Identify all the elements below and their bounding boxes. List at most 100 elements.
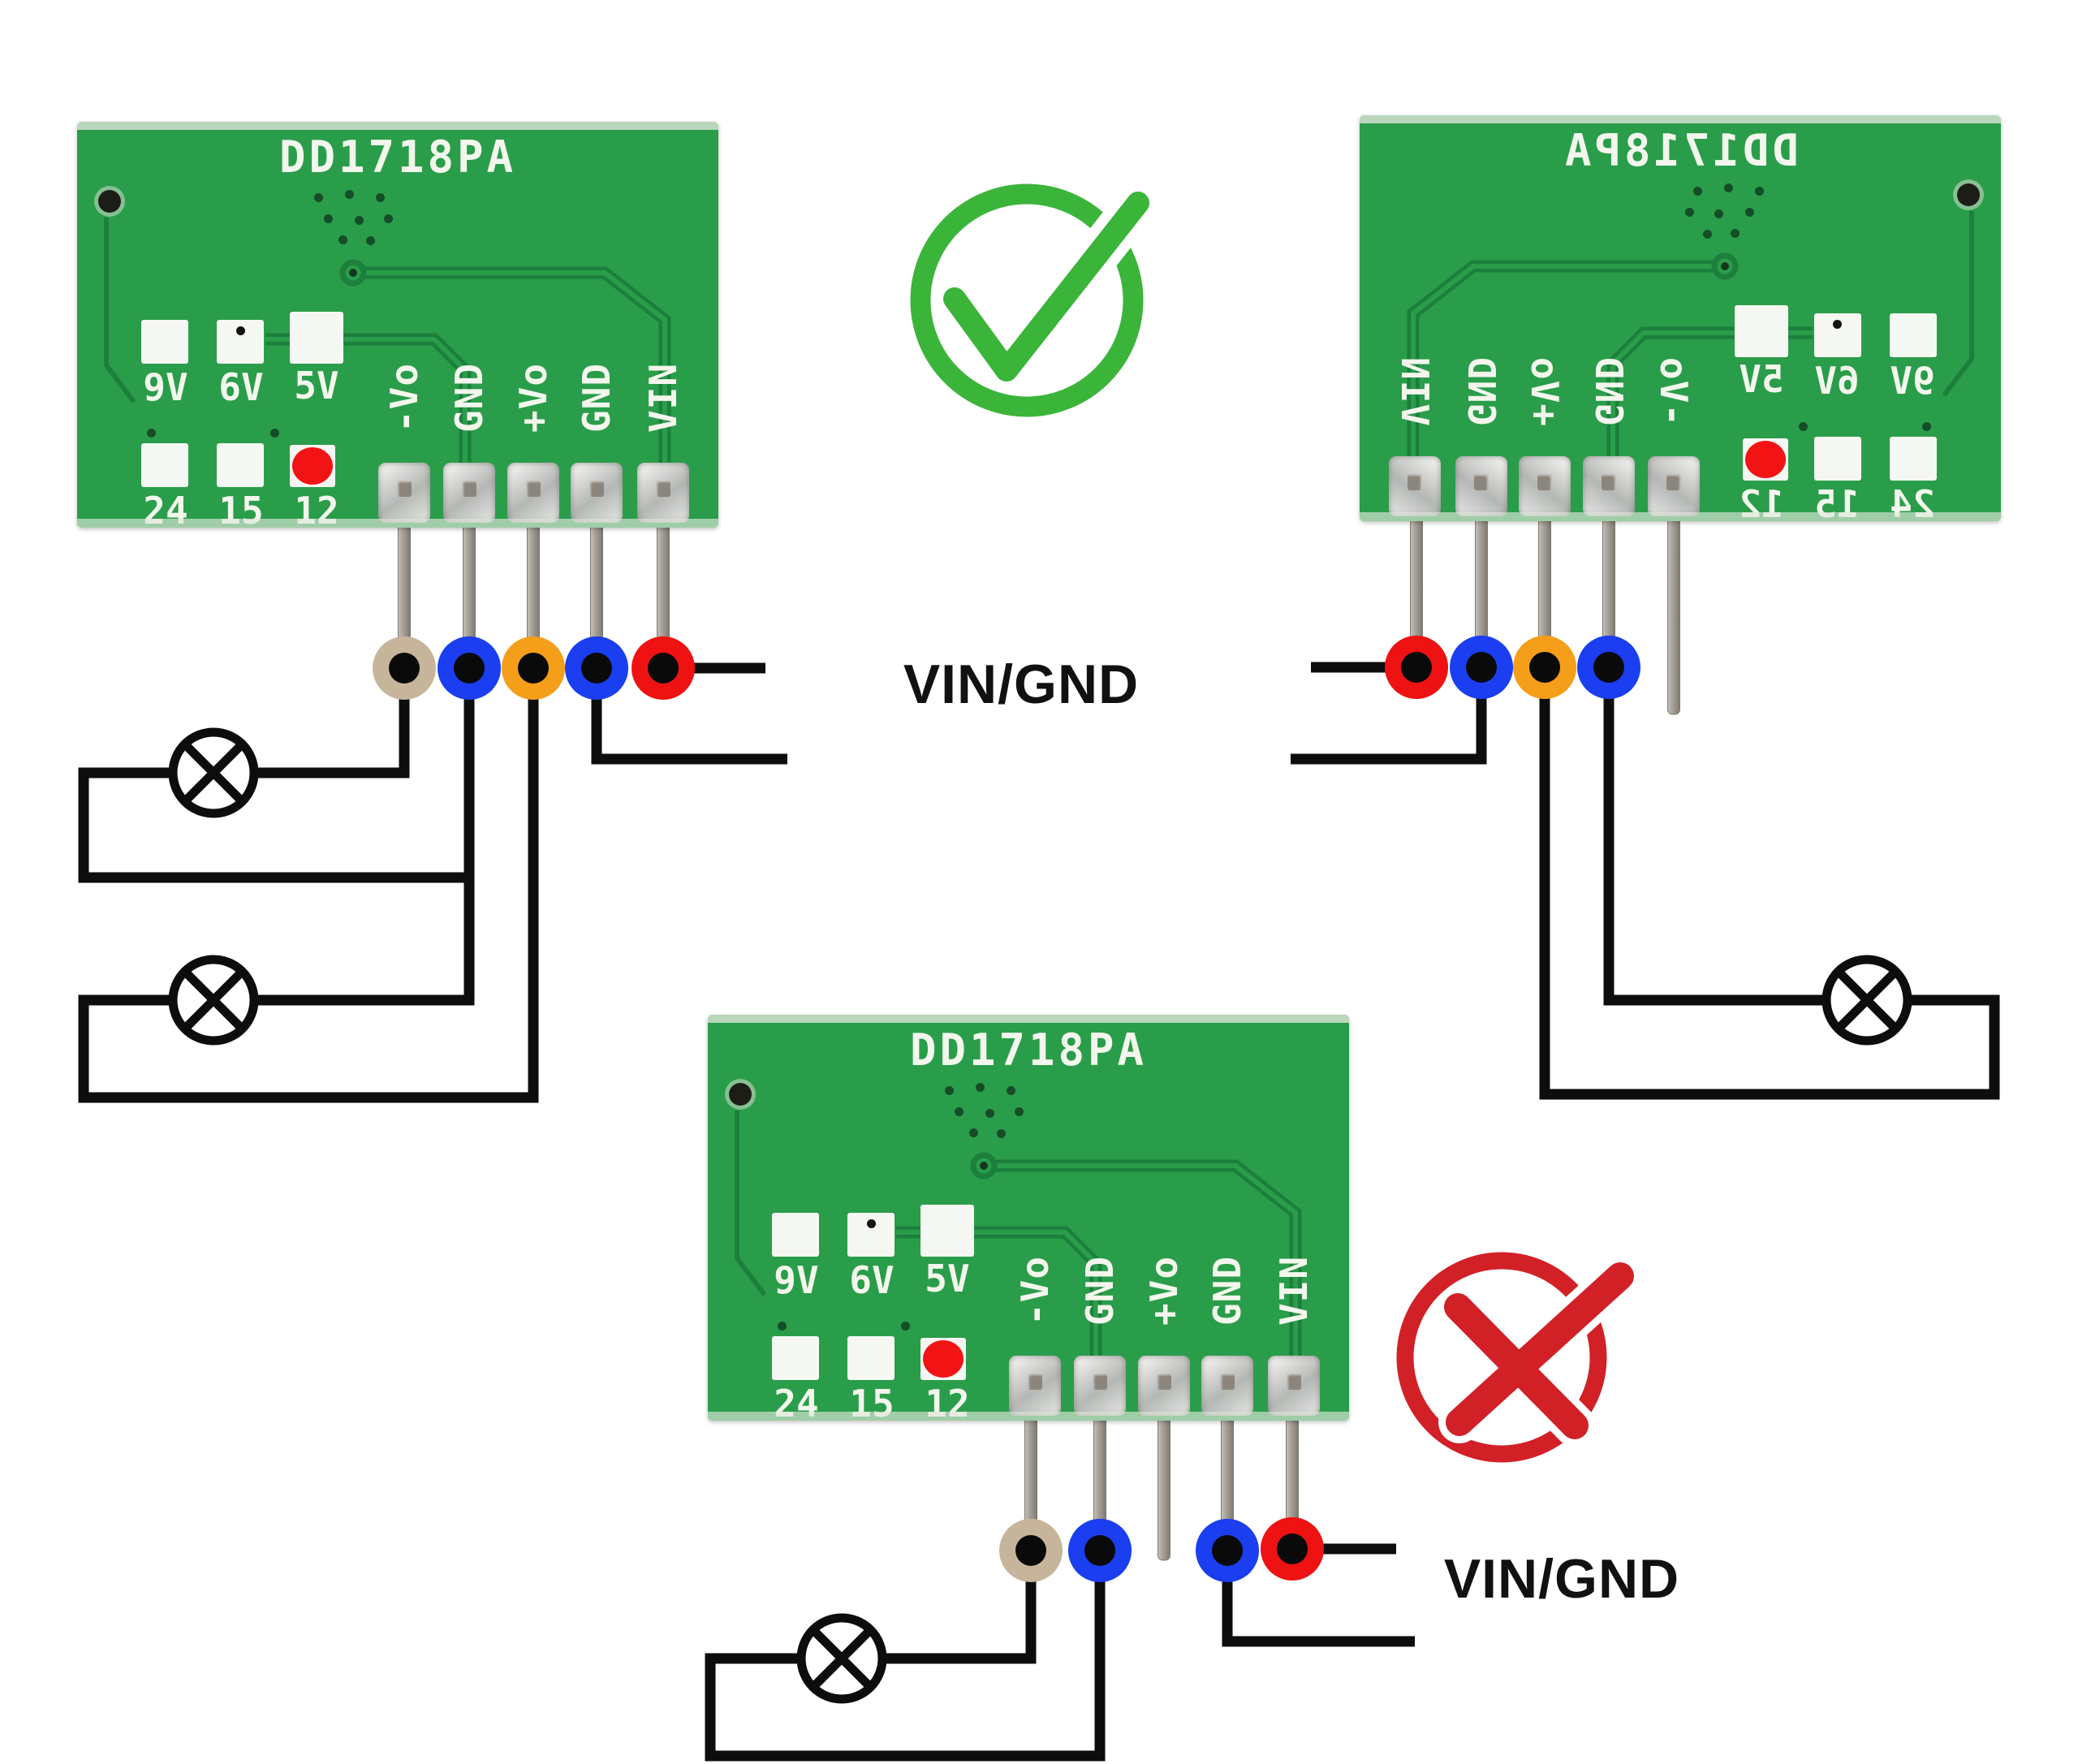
wire-gnd-stub xyxy=(591,668,787,765)
solder-pad xyxy=(1583,456,1635,516)
pad-6v-dot xyxy=(236,326,245,335)
pcb-via-dot xyxy=(314,193,323,202)
pin-label-plusVo: +Vo xyxy=(1523,356,1567,427)
wire-gnd-stub xyxy=(1291,667,1487,765)
pin-label-gnd: GND xyxy=(447,362,491,433)
solder-pad xyxy=(1009,1356,1061,1416)
vin-gnd-label-top: VIN/GND xyxy=(903,653,1140,715)
pad-label-12: 12 xyxy=(294,489,339,533)
pad-label-24: 24 xyxy=(143,489,188,533)
pad-9v xyxy=(141,320,188,364)
pad-label-12: 12 xyxy=(925,1382,970,1425)
solder-pad xyxy=(1455,456,1507,516)
pad-label-9v: 9V xyxy=(143,365,188,409)
pin-label-vin: VIN xyxy=(1393,356,1437,427)
module-top-left: DD1718PA 9V 6V 5V xyxy=(77,122,718,533)
solder-pad xyxy=(1138,1356,1190,1416)
pcb-board: DD1718PA 9V 6V 5V xyxy=(77,122,718,533)
pin-label-gnd2: GND xyxy=(1205,1255,1249,1326)
pad-12-red-marker xyxy=(292,447,333,485)
pad-5v xyxy=(1735,305,1788,357)
pcb-via-dot xyxy=(1007,1086,1015,1095)
lamp-icon xyxy=(168,727,259,818)
pcb-via-dot xyxy=(384,214,393,223)
pcb-via-dot xyxy=(901,1322,910,1331)
pcb-traces xyxy=(104,218,671,466)
check-circle-icon xyxy=(910,181,1160,417)
pad-label-5v: 5V xyxy=(925,1257,970,1300)
pad-label-5v: 5V xyxy=(1739,357,1784,401)
pad-label-6v: 6V xyxy=(1814,359,1860,403)
pcb-via-dot xyxy=(778,1322,787,1331)
lamp-icon xyxy=(796,1613,887,1704)
pin-label-plusVo: +Vo xyxy=(511,362,555,433)
pad-label-5v: 5V xyxy=(294,364,339,408)
pad-label-9v: 9V xyxy=(1890,359,1935,403)
pad-12-red-marker xyxy=(923,1340,964,1378)
solder-pad xyxy=(1201,1356,1253,1416)
module-top-right: DD1718PA 9V 6V 5V xyxy=(1360,115,2001,526)
solder-pad xyxy=(443,463,495,523)
pin-label-gnd2: GND xyxy=(575,362,619,433)
solder-pad xyxy=(637,463,689,523)
pad-12-red-marker xyxy=(1745,441,1786,478)
pin-label-minusVo: -Vo xyxy=(1013,1255,1057,1326)
pcb-via-dot xyxy=(366,236,375,245)
pad-label-15: 15 xyxy=(1814,482,1860,526)
lamp-icon xyxy=(1821,955,1912,1046)
pins-top-left-board xyxy=(398,519,670,675)
pcb-via-dot xyxy=(945,1086,954,1095)
connection-dots-bottom xyxy=(999,1517,1324,1582)
vin-gnd-label-bottom: VIN/GND xyxy=(1443,1548,1680,1610)
pcb-via-dot xyxy=(376,193,385,202)
pcb-via-dot xyxy=(976,1083,985,1092)
wire-gnd-lamp-plusVo-loop xyxy=(78,668,539,1103)
pin-label-minusVo: -Vo xyxy=(382,362,426,433)
pcb-via-dot xyxy=(338,235,347,244)
board-title: DD1718PA xyxy=(909,1024,1148,1076)
mount-hole-icon xyxy=(98,190,121,213)
pin-label-gnd2: GND xyxy=(1459,356,1503,427)
solder-pad xyxy=(378,463,430,523)
pcb-via-dot xyxy=(345,190,354,199)
pad-5v xyxy=(290,312,343,364)
pcb-via-dot xyxy=(997,1129,1006,1138)
pcb-via-dot xyxy=(324,214,333,223)
pin-label-gnd: GND xyxy=(1078,1255,1122,1326)
pad-label-6v: 6V xyxy=(218,365,264,409)
connection-dots-top-right xyxy=(1385,636,1640,699)
pad-15 xyxy=(1814,437,1861,481)
connection-dots-top-left xyxy=(373,636,695,700)
pad-label-24: 24 xyxy=(774,1382,819,1425)
pad-label-12: 12 xyxy=(1739,482,1784,526)
mount-hole-icon xyxy=(729,1083,752,1106)
pcb-via-dot xyxy=(147,429,156,438)
pin-unconnected xyxy=(1667,512,1680,715)
pad-24 xyxy=(1890,437,1937,481)
solder-pad xyxy=(507,463,559,523)
pad-9v xyxy=(772,1213,819,1257)
pcb-via-dot xyxy=(1015,1107,1024,1116)
pad-24 xyxy=(141,443,188,487)
pad-15 xyxy=(217,443,264,487)
wire-gnd-lamp-plusVo-loop xyxy=(1539,667,2000,1100)
pad-label-15: 15 xyxy=(849,1382,895,1425)
solder-pad xyxy=(1268,1356,1320,1416)
pad-label-9v: 9V xyxy=(774,1258,819,1302)
pad-9v xyxy=(1890,313,1937,357)
lamp-icon xyxy=(168,955,259,1046)
solder-pad xyxy=(1074,1356,1126,1416)
solder-pad xyxy=(1389,456,1441,516)
wire-minusVo-to-gnd xyxy=(78,668,471,883)
solder-pad xyxy=(1519,456,1571,516)
pins-top-right-board xyxy=(1410,512,1680,715)
pin-label-vin: VIN xyxy=(1272,1255,1316,1326)
pad-5v xyxy=(920,1205,974,1257)
pin-unconnected xyxy=(1158,1412,1170,1561)
board-title: DD1718PA xyxy=(278,132,517,183)
pcb-via-dot xyxy=(985,1109,994,1118)
solder-pad xyxy=(1648,456,1700,516)
pad-6v-dot xyxy=(1833,320,1842,329)
pcb-via-dot xyxy=(355,216,364,225)
pcb-traces xyxy=(1407,211,1974,459)
